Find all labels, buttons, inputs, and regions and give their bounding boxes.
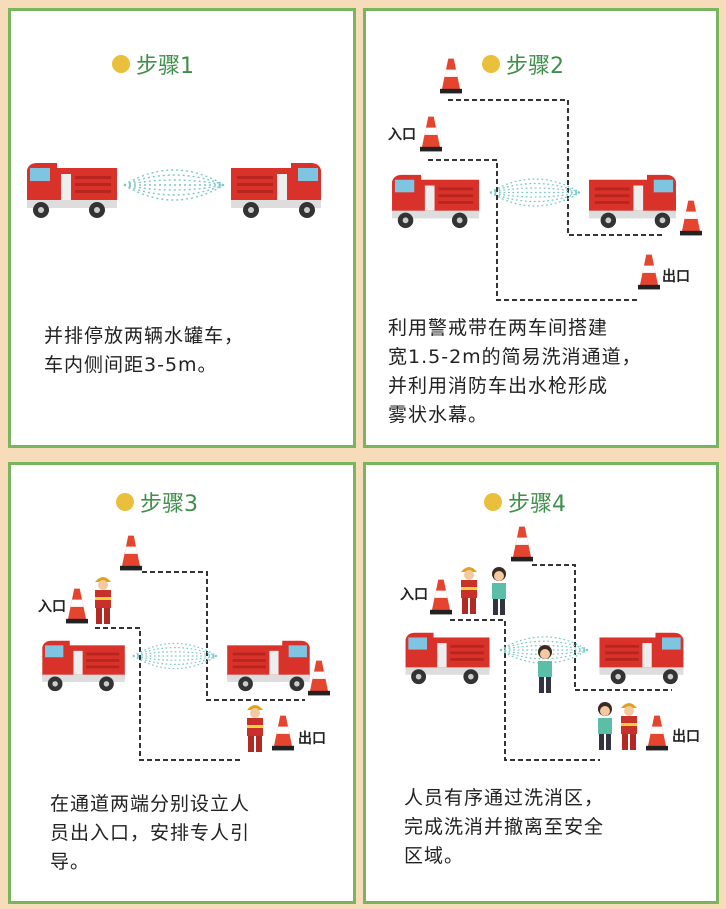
step-1-title: 步骤1 (112, 48, 194, 80)
step-2-title: 步骤2 (482, 48, 564, 80)
firefighter-icon (461, 567, 477, 614)
entrance-label: 入口 (38, 599, 66, 615)
exit-label: 出口 (672, 729, 700, 745)
bullet-dot-icon (116, 493, 134, 511)
step-1-panel (8, 8, 356, 448)
person-icon (538, 645, 552, 693)
traffic-cone-icon (430, 579, 452, 615)
fire-truck-icon (405, 632, 490, 685)
step-4-title: 步骤4 (484, 486, 566, 518)
person-icon (492, 567, 506, 615)
step-title-text: 步骤4 (508, 492, 566, 517)
person-icon (598, 702, 612, 750)
step-title-text: 步骤1 (136, 54, 194, 79)
step-2-panel (363, 8, 719, 448)
step-3-title: 步骤3 (116, 486, 198, 518)
fire-truck-icon (599, 632, 684, 685)
entrance-label: 入口 (388, 127, 416, 143)
step-4-description: 人员有序通过洗消区，完成洗消并撤离至安全区域。 (404, 787, 605, 867)
exit-label: 出口 (298, 731, 326, 747)
step-title-text: 步骤3 (140, 492, 198, 517)
bullet-dot-icon (482, 55, 500, 73)
entrance-label: 入口 (400, 587, 428, 603)
step-title-text: 步骤2 (506, 54, 564, 79)
firefighter-icon (621, 703, 637, 750)
bullet-dot-icon (112, 55, 130, 73)
step-2-description: 利用警戒带在两车间搭建宽1.5-2m的简易洗消通道，并利用消防车出水枪形成雾状水… (388, 317, 642, 426)
bullet-dot-icon (484, 493, 502, 511)
exit-label: 出口 (662, 269, 690, 285)
step-3-description: 在通道两端分别设立人员出入口，安排专人引导。 (50, 793, 251, 873)
step-1-description: 并排停放两辆水罐车，车内侧间距3-5m。 (44, 325, 245, 376)
traffic-cone-icon (511, 526, 533, 562)
traffic-cone-icon (646, 715, 668, 751)
